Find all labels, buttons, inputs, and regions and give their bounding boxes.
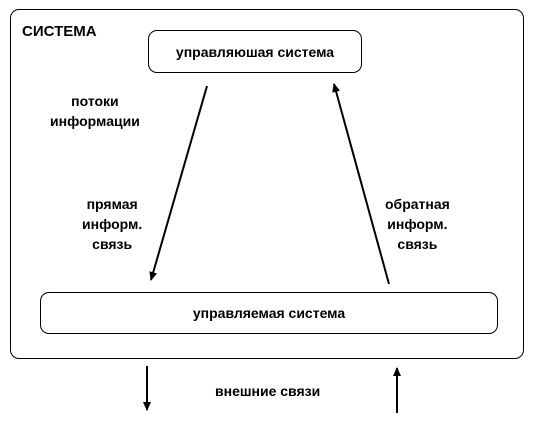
direct-link-line-3: связь xyxy=(92,236,133,252)
feedback-link-line-3: связь xyxy=(397,236,438,252)
controlling-system-box: управляюшая система xyxy=(148,30,362,73)
controlling-system-label: управляюшая система xyxy=(175,43,335,60)
direct-link-arrow xyxy=(149,85,208,281)
information-flows-label: потоки информации xyxy=(50,91,140,131)
controlled-system-box: управляемая система xyxy=(40,292,498,334)
feedback-link-line-1: обратная xyxy=(385,196,450,212)
system-boundary xyxy=(10,9,524,359)
feedback-link-line-2: информ. xyxy=(387,216,448,232)
information-flows-line-2: информации xyxy=(50,113,140,129)
information-flows-line-1: потоки xyxy=(71,93,119,109)
feedback-link-arrow xyxy=(332,83,390,285)
feedback-link-label: обратная информ. связь xyxy=(385,194,450,254)
direct-link-line-2: информ. xyxy=(82,216,143,232)
direct-link-line-1: прямая xyxy=(86,196,138,212)
external-links-label: внешние связи xyxy=(215,383,321,399)
system-title: СИСТЕМА xyxy=(22,23,97,40)
controlled-system-label: управляемая система xyxy=(192,305,346,321)
direct-link-label: прямая информ. связь xyxy=(82,194,142,254)
